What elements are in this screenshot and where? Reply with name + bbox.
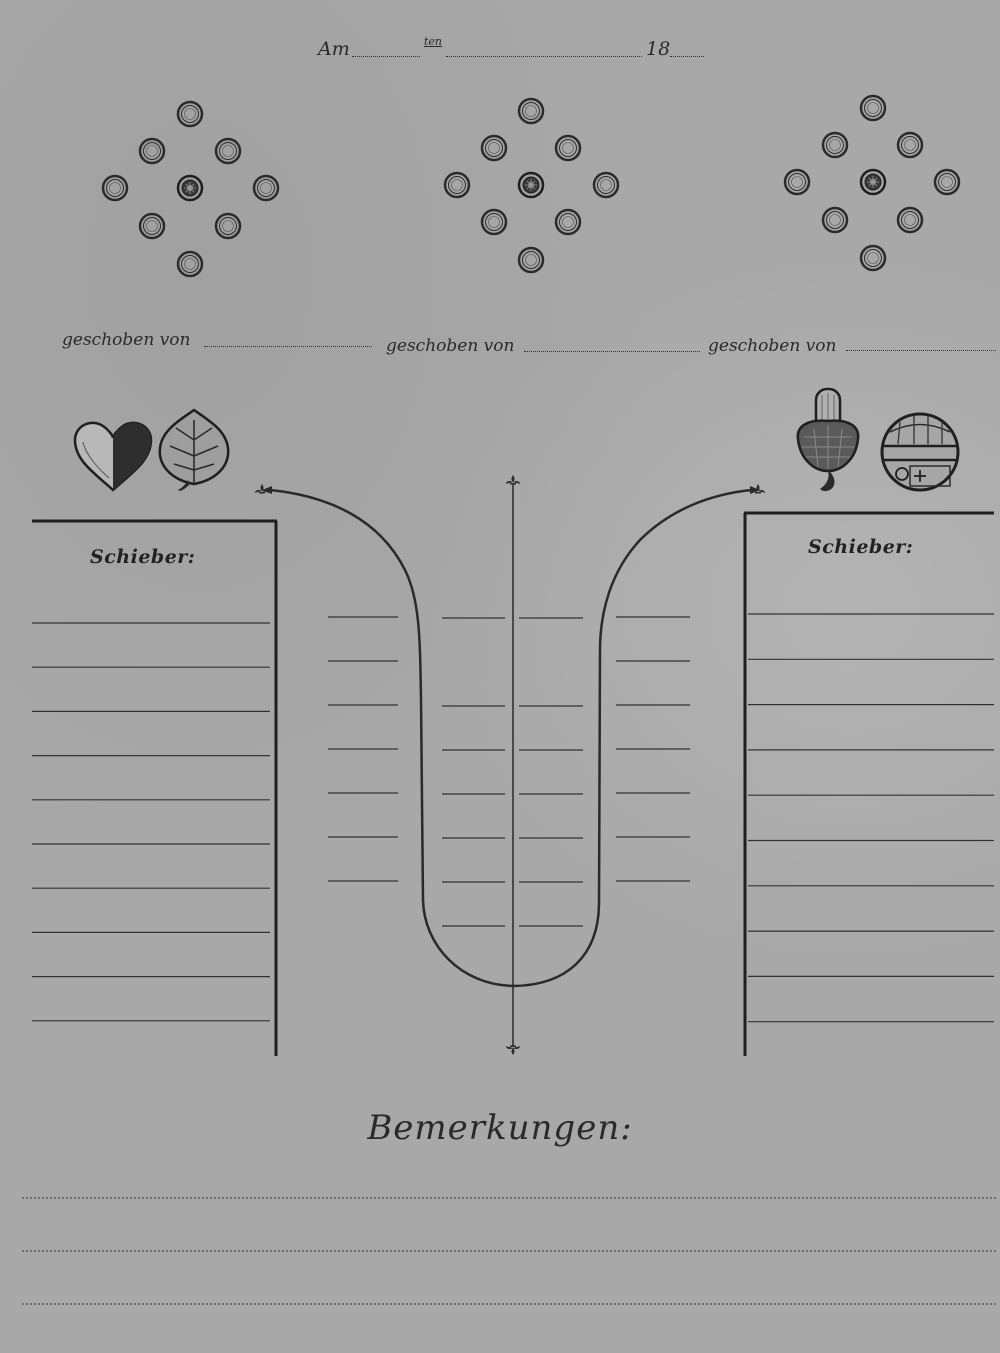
header-year-field[interactable] bbox=[670, 56, 704, 57]
pin-diagram-1 bbox=[101, 100, 280, 278]
alley-track bbox=[255, 484, 765, 988]
header-year-label: 18 bbox=[646, 38, 671, 60]
left-column-lines[interactable] bbox=[32, 622, 270, 1022]
center-divider bbox=[506, 475, 520, 1055]
right-column-frame bbox=[743, 511, 994, 1056]
heart-suit-icon bbox=[73, 421, 153, 492]
header-am-label: Am bbox=[318, 38, 350, 60]
remarks-title: Bemerkungen: bbox=[367, 1108, 633, 1148]
pin-diagram-3 bbox=[783, 94, 961, 272]
shift-label-1: geschoben von bbox=[62, 330, 191, 350]
right-column-lines[interactable] bbox=[748, 613, 994, 1023]
header-day-field[interactable] bbox=[352, 56, 420, 57]
remarks-lines[interactable] bbox=[22, 1197, 996, 1305]
acorn-suit-icon bbox=[796, 387, 860, 492]
left-column-title: Schieber: bbox=[90, 546, 196, 568]
shift-field-1[interactable] bbox=[204, 346, 372, 347]
shift-field-3[interactable] bbox=[846, 350, 996, 351]
header-month-field[interactable] bbox=[446, 56, 642, 57]
bell-suit-icon bbox=[880, 412, 960, 492]
center-score-lines[interactable] bbox=[328, 616, 690, 927]
shift-field-2[interactable] bbox=[524, 351, 700, 352]
pin-diagram-2 bbox=[443, 97, 620, 274]
left-column-frame bbox=[32, 519, 278, 1056]
shift-label-2: geschoben von bbox=[386, 336, 515, 356]
right-column-title: Schieber: bbox=[808, 536, 914, 558]
leaf-suit-icon bbox=[158, 408, 230, 491]
shift-label-3: geschoben von bbox=[708, 336, 837, 356]
header-ten-label: ten bbox=[424, 35, 443, 48]
